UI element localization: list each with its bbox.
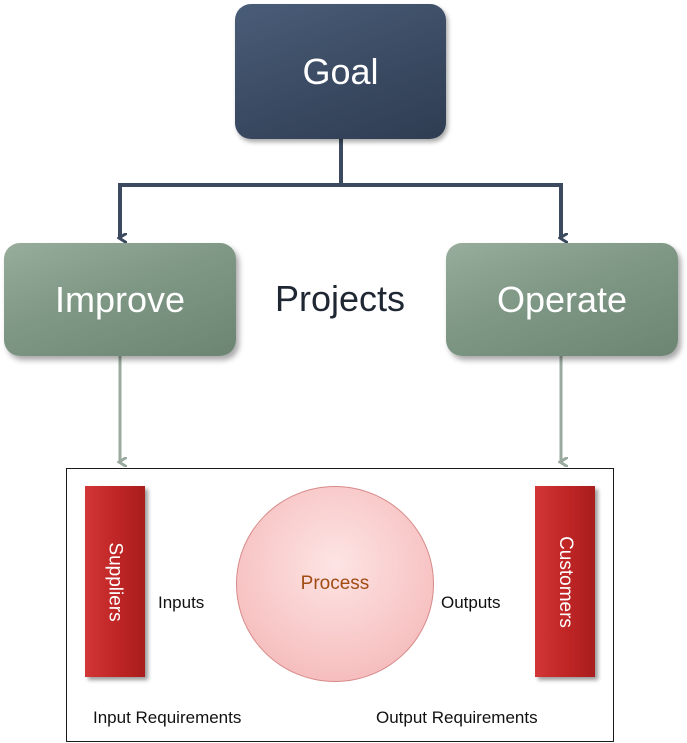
projects-label: Projects	[274, 278, 406, 319]
improve-box: Improve	[4, 243, 236, 356]
suppliers-bar: Suppliers	[85, 486, 145, 677]
operate-box: Operate	[446, 243, 678, 356]
suppliers-label: Suppliers	[105, 541, 126, 622]
improve-label: Improve	[54, 278, 186, 320]
goal-label: Goal	[302, 50, 379, 92]
input-requirements-label: Input Requirements	[93, 708, 242, 727]
process-circle	[236, 486, 434, 682]
output-requirements-label: Output Requirements	[376, 708, 538, 727]
outputs-label: Outputs	[441, 593, 501, 612]
goal-connector-line	[120, 139, 343, 238]
process-label: Process	[300, 573, 370, 594]
customers-bar: Customers	[535, 486, 595, 677]
customers-label: Customers	[555, 535, 577, 628]
operate-label: Operate	[496, 278, 628, 320]
goal-box: Goal	[235, 4, 446, 139]
goal-connector-line	[341, 183, 561, 238]
inputs-label: Inputs	[158, 593, 205, 612]
